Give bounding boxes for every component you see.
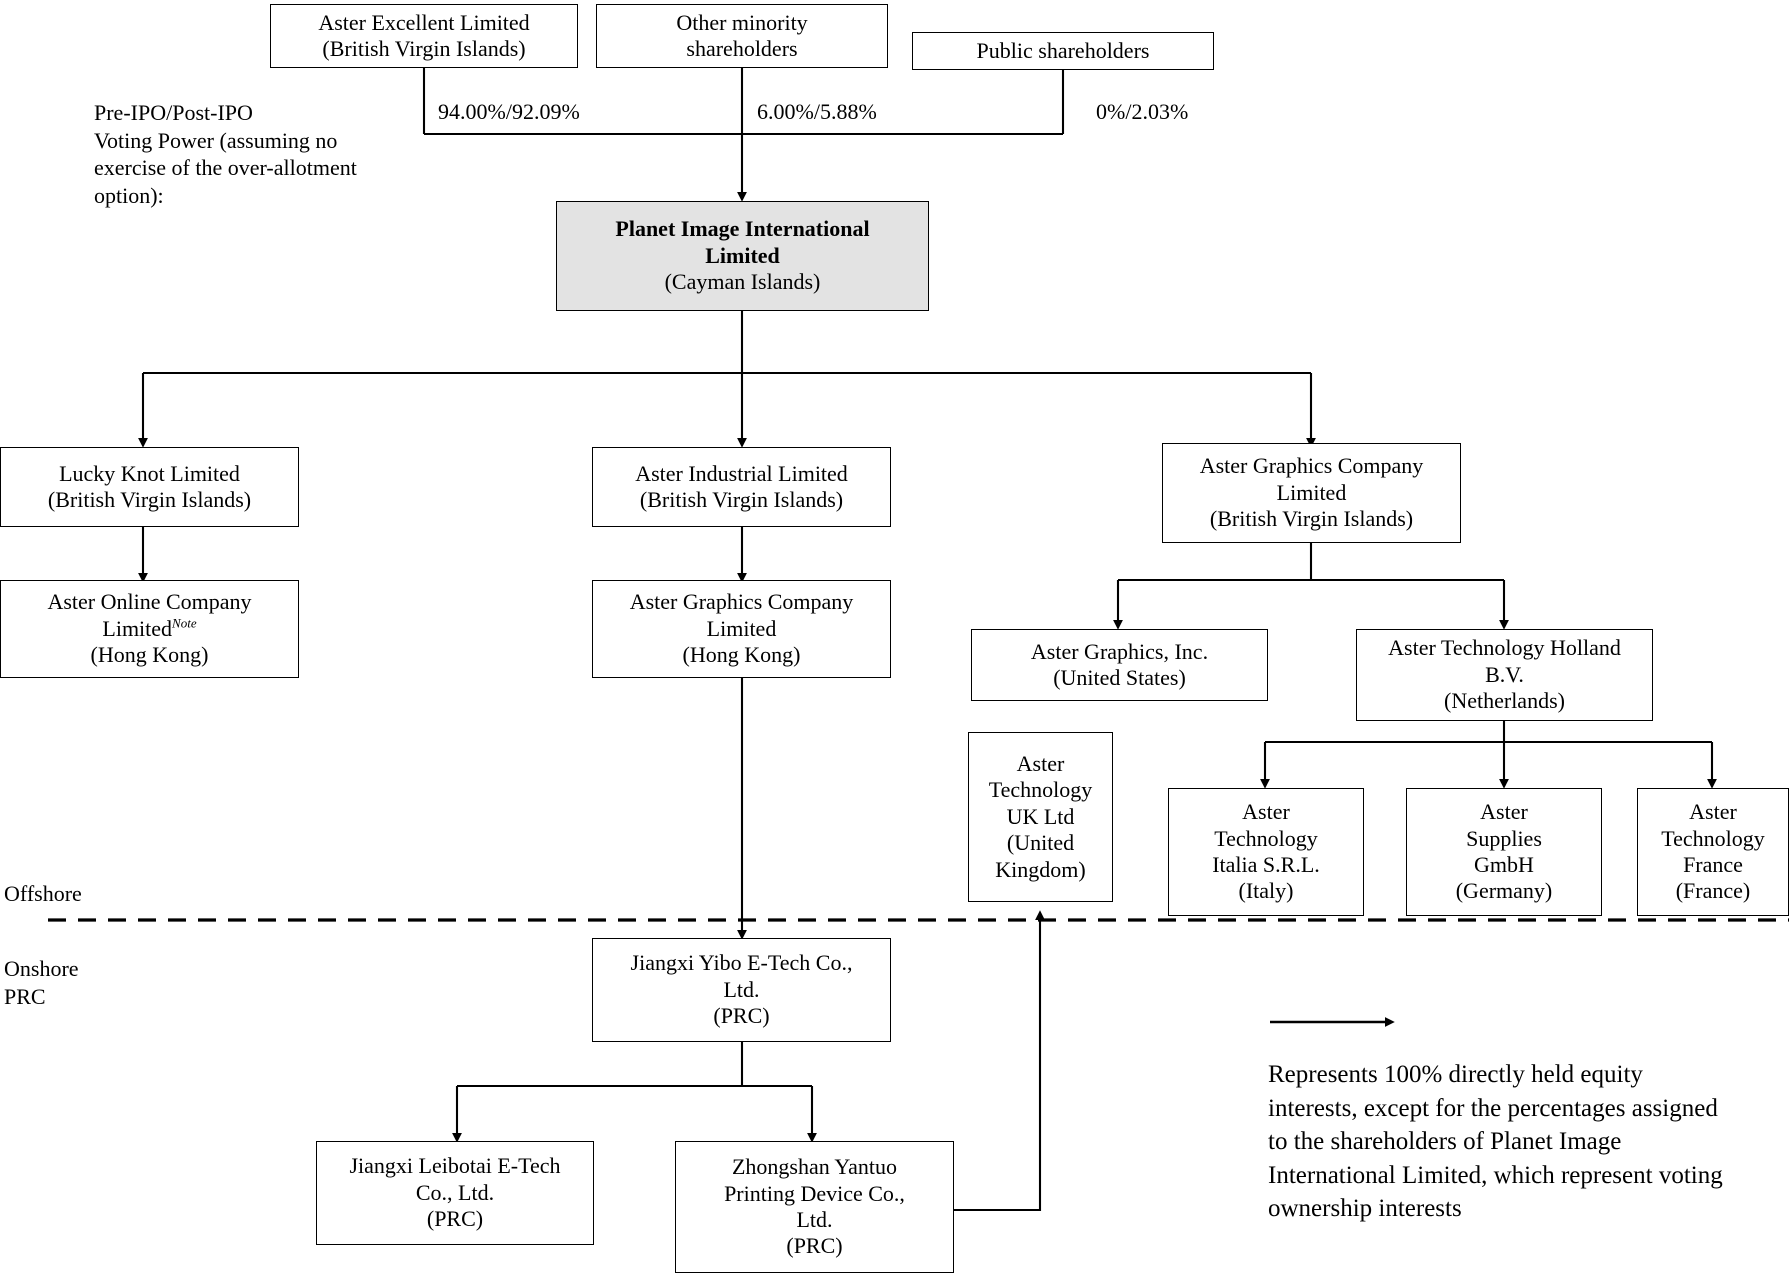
offshore-label: Offshore: [4, 881, 82, 906]
node-line: Printing Device Co.,: [724, 1180, 905, 1206]
node-line: France: [1683, 852, 1743, 877]
node-line: UK Ltd: [1006, 803, 1075, 829]
node-aster-technology-holland-bv[interactable]: Aster Technology Holland B.V. (Netherlan…: [1356, 629, 1653, 721]
node-line-with-note: LimitedNote: [102, 616, 196, 642]
node-jiangxi-yibo-e-tech[interactable]: Jiangxi Yibo E-Tech Co., Ltd. (PRC): [592, 938, 891, 1042]
node-line: Limited: [705, 242, 780, 268]
node-line: Other minority: [676, 9, 808, 35]
voting-power-label: Pre-IPO/Post-IPO Voting Power (assuming …: [94, 100, 357, 208]
node-aster-industrial-limited[interactable]: Aster Industrial Limited (British Virgin…: [592, 447, 891, 527]
node-line: (British Virgin Islands): [1209, 506, 1414, 532]
node-aster-excellent-limited[interactable]: Aster Excellent Limited (British Virgin …: [270, 4, 578, 68]
node-line: Planet Image International: [615, 216, 870, 242]
node-aster-graphics-company-limited-bvi[interactable]: Aster Graphics Company Limited (British …: [1162, 443, 1461, 543]
node-line: Public shareholders: [976, 37, 1150, 63]
node-line: Ltd.: [796, 1207, 833, 1232]
node-line: Zhongshan Yantuo: [731, 1154, 897, 1180]
node-line: (France): [1675, 878, 1751, 904]
node-aster-technology-italia-srl[interactable]: Aster Technology Italia S.R.L. (Italy): [1168, 788, 1364, 916]
percentage-other-minority: 6.00%/5.88%: [757, 99, 877, 124]
node-line: (Hong Kong): [90, 642, 209, 668]
node-line-text: Limited: [102, 615, 173, 641]
node-planet-image-international-limited[interactable]: Planet Image International Limited (Caym…: [556, 201, 929, 311]
node-line: Co., Ltd.: [415, 1179, 495, 1205]
node-line: Limited: [1276, 479, 1347, 505]
node-line: Jiangxi Leibotai E-Tech: [349, 1153, 561, 1179]
node-line: Limited: [706, 615, 777, 641]
node-line: Technology: [1661, 825, 1765, 851]
node-line: (Hong Kong): [682, 642, 801, 668]
percentage-aster-excellent: 94.00%/92.09%: [438, 99, 580, 124]
node-line: Aster Graphics Company: [1199, 453, 1424, 479]
node-aster-graphics-company-limited-hk[interactable]: Aster Graphics Company Limited (Hong Kon…: [592, 580, 891, 678]
node-line: (British Virgin Islands): [639, 487, 844, 512]
node-line: Lucky Knot Limited: [59, 460, 240, 486]
node-line: Kingdom): [995, 856, 1086, 882]
node-line: Aster: [1242, 799, 1290, 825]
node-aster-graphics-inc[interactable]: Aster Graphics, Inc. (United States): [971, 629, 1268, 701]
node-line: Technology: [988, 777, 1093, 803]
node-line: Aster Online Company: [47, 589, 252, 615]
onshore-prc-label: Onshore PRC: [4, 956, 79, 1009]
node-line: (PRC): [713, 1003, 770, 1029]
node-line: Aster Industrial Limited: [635, 460, 848, 486]
node-line: Aster: [1016, 751, 1065, 777]
node-aster-technology-france[interactable]: Aster Technology France (France): [1637, 788, 1789, 916]
node-aster-online-company-limited[interactable]: Aster Online Company LimitedNote (Hong K…: [0, 580, 299, 678]
node-other-minority-shareholders[interactable]: Other minority shareholders: [596, 4, 888, 68]
node-line: Supplies: [1466, 825, 1542, 851]
node-line: (Netherlands): [1444, 688, 1565, 714]
node-jiangxi-leibotai-e-tech[interactable]: Jiangxi Leibotai E-Tech Co., Ltd. (PRC): [316, 1141, 594, 1245]
note-superscript: Note: [172, 615, 197, 631]
node-line: Aster: [1480, 799, 1528, 825]
node-line: Aster Excellent Limited: [318, 9, 530, 35]
legend-description: Represents 100% directly held equity int…: [1268, 1061, 1723, 1222]
node-line: Jiangxi Yibo E-Tech Co.,: [630, 950, 853, 976]
node-aster-supplies-gmbh[interactable]: Aster Supplies GmbH (Germany): [1406, 788, 1602, 916]
node-lucky-knot-limited[interactable]: Lucky Knot Limited (British Virgin Islan…: [0, 447, 299, 527]
node-line: (Italy): [1238, 878, 1294, 904]
node-line: Italia S.R.L.: [1212, 852, 1320, 877]
node-line: Aster Graphics, Inc.: [1030, 638, 1209, 664]
node-zhongshan-yantuo-printing-device[interactable]: Zhongshan Yantuo Printing Device Co., Lt…: [675, 1141, 954, 1273]
percentage-public: 0%/2.03%: [1096, 99, 1189, 124]
node-line: B.V.: [1485, 661, 1524, 687]
node-aster-technology-uk-ltd[interactable]: Aster Technology UK Ltd (United Kingdom): [968, 732, 1113, 902]
node-public-shareholders[interactable]: Public shareholders: [912, 32, 1214, 70]
node-line: (Cayman Islands): [664, 269, 821, 295]
node-line: (British Virgin Islands): [322, 36, 526, 61]
node-line: Technology: [1214, 825, 1318, 851]
node-line: (PRC): [786, 1233, 843, 1259]
node-line: Ltd.: [723, 976, 760, 1002]
node-line: GmbH: [1474, 852, 1534, 877]
node-line: (PRC): [426, 1206, 484, 1232]
node-line: shareholders: [686, 36, 798, 61]
node-line: Aster: [1689, 799, 1737, 825]
node-line: (United: [1006, 830, 1075, 856]
node-line: (United States): [1053, 665, 1186, 690]
node-line: (British Virgin Islands): [47, 487, 252, 512]
node-line: Aster Technology Holland: [1388, 635, 1621, 661]
node-line: Aster Graphics Company: [629, 589, 854, 615]
node-line: (Germany): [1455, 878, 1553, 904]
